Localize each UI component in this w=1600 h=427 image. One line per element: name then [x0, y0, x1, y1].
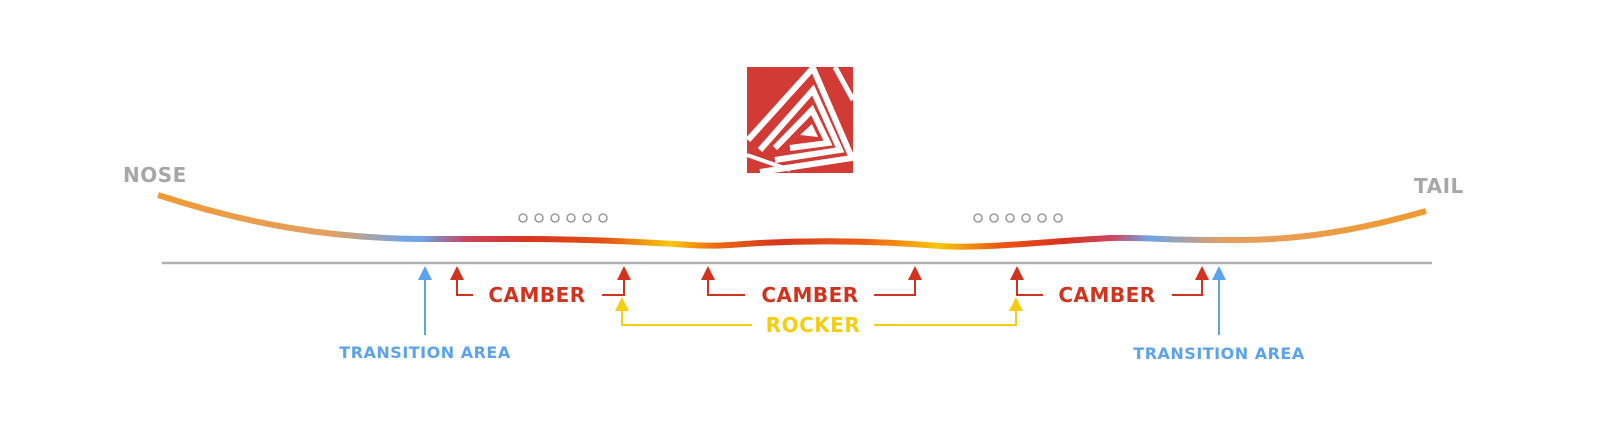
rocker-bracket [615, 297, 1023, 326]
camber-bracket-left [450, 266, 631, 296]
camber-bracket-right [1010, 266, 1209, 296]
transition-arrow-left [418, 266, 432, 335]
nose-label: NOSE [123, 163, 187, 187]
triangle-swirl-logo-icon [745, 62, 857, 175]
insert-holes-right [973, 213, 1063, 223]
camber-label-right: CAMBER [1058, 283, 1155, 307]
camber-bracket-middle [701, 266, 922, 296]
transition-area-label-left: TRANSITION AREA [339, 343, 511, 362]
camber-label-middle: CAMBER [761, 283, 858, 307]
transition-area-label-right: TRANSITION AREA [1133, 344, 1305, 363]
insert-holes-left [518, 213, 608, 223]
camber-label-left: CAMBER [488, 283, 585, 307]
board-profile-curve [157, 192, 1427, 250]
transition-arrow-right [1212, 266, 1226, 335]
tail-label: TAIL [1414, 174, 1464, 198]
rocker-label: ROCKER [766, 313, 861, 337]
